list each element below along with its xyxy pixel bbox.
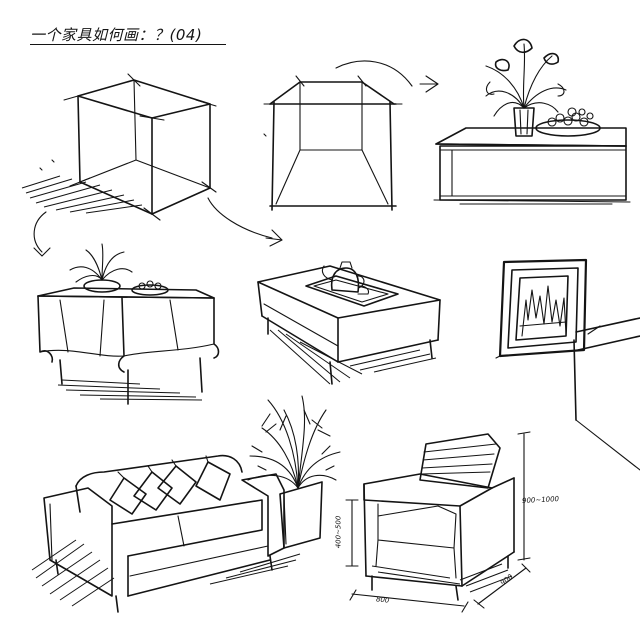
depth-dimension-line	[477, 567, 527, 605]
armchair-width-label: 800	[375, 595, 390, 605]
title-underline	[30, 44, 226, 45]
armchair-seat-height-label: 400~500	[334, 515, 343, 549]
width-dimension-line	[351, 593, 465, 607]
wall-picture-sketch	[495, 258, 588, 359]
coffee-table-shadow	[269, 329, 437, 385]
side-table-sketch	[433, 38, 631, 205]
cube-sketch	[21, 73, 217, 221]
arrow-to-coffee-table	[207, 197, 273, 239]
coffee-table-sketch	[257, 261, 441, 385]
sofa-sketch	[31, 395, 341, 613]
armchair-sketch	[345, 431, 531, 613]
page-title: 一个家具如何画：？(04)	[30, 26, 203, 44]
box-frame-sketch	[263, 75, 403, 211]
arrow-to-furniture	[335, 60, 413, 87]
cube-shadow-hatching	[21, 175, 143, 214]
arrow-to-dining-table	[33, 211, 47, 253]
stray-mark	[39, 167, 43, 171]
armchair-shadow	[371, 563, 513, 593]
sideboard-sketch	[573, 317, 640, 471]
table-shadow-hatching	[57, 379, 203, 401]
dining-table-sketch	[37, 243, 220, 405]
